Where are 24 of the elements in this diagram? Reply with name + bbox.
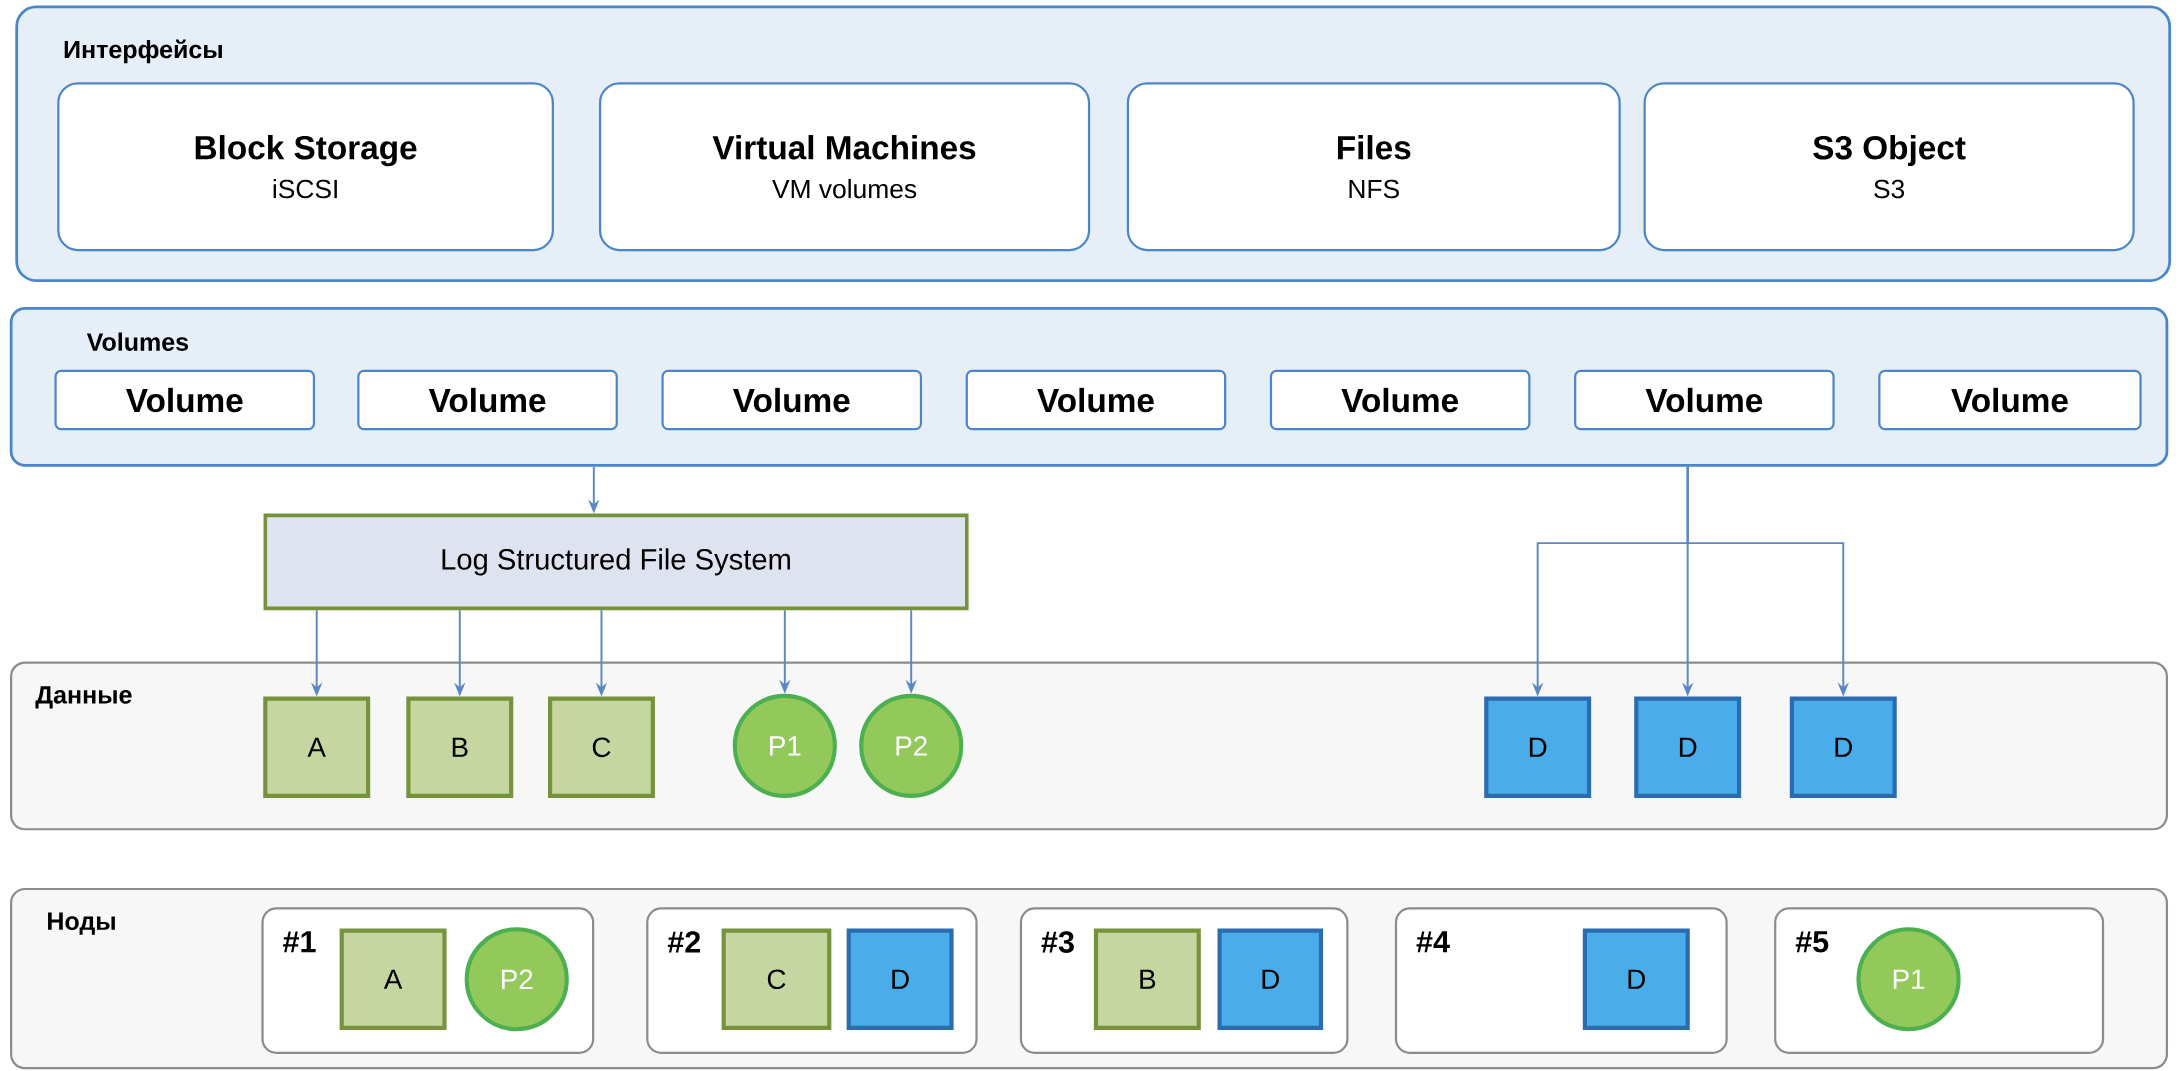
file-system-box: Log Structured File System: [263, 513, 969, 611]
data-block: D: [1582, 928, 1690, 1030]
volume-box: Volume: [357, 369, 618, 431]
data-block: D: [1217, 928, 1324, 1030]
interface-box: Files NFS: [1126, 82, 1621, 252]
volume-box: Volume: [661, 369, 923, 431]
data-block: B: [1093, 928, 1201, 1030]
volume-box: Volume: [54, 369, 316, 431]
data-block: D: [1789, 696, 1897, 799]
data-block: C: [547, 696, 655, 799]
interface-box: Virtual Machines VM volumes: [598, 82, 1091, 252]
interface-box: Block Storage iSCSI: [57, 82, 554, 252]
data-block: D: [846, 928, 954, 1030]
volume-box: Volume: [1269, 369, 1531, 431]
volume-box: Volume: [965, 369, 1227, 431]
volume-box: Volume: [1878, 369, 2142, 431]
data-block: A: [339, 928, 447, 1030]
data-block: D: [1484, 696, 1592, 799]
data-block: C: [721, 928, 832, 1030]
interface-box: S3 Object S3: [1643, 82, 2135, 252]
data-block: A: [263, 696, 371, 799]
data-block: D: [1634, 696, 1742, 799]
data-block: B: [406, 696, 514, 799]
volume-box: Volume: [1574, 369, 1835, 431]
